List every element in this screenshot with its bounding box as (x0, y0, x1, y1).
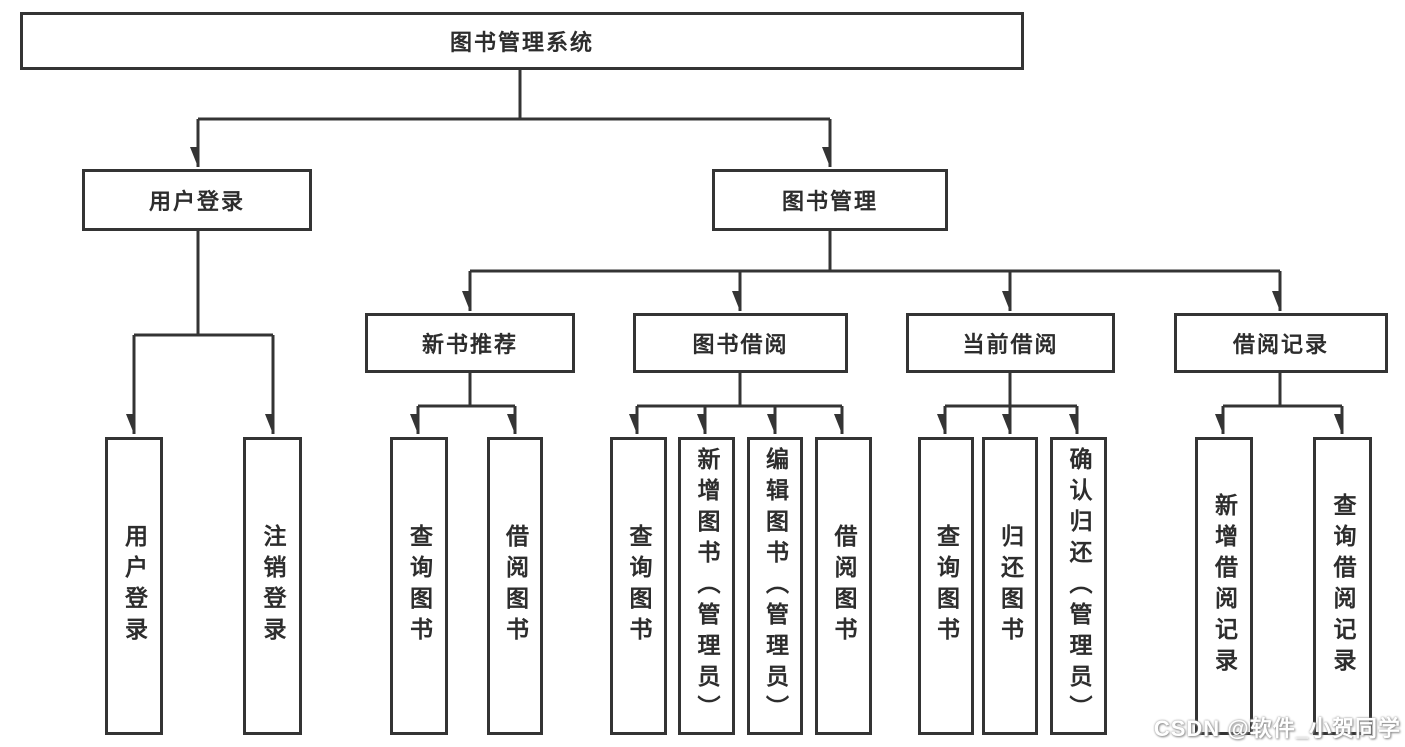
node-label: 查询图书 (933, 524, 960, 648)
node-label: 新增图书（管理员） (694, 446, 720, 726)
leaf-user-login: 用户登录 (105, 437, 163, 735)
node-label: 查询图书 (406, 524, 433, 648)
node-label: 注销登录 (260, 524, 286, 648)
node-label: 借阅图书 (502, 524, 529, 648)
node-label: 图书管理系统 (449, 30, 594, 55)
leaf-add-books-admin: 新增图书（管理员） (678, 437, 735, 735)
node-book-management: 图书管理 (712, 169, 948, 231)
node-borrowing-records: 借阅记录 (1174, 313, 1388, 373)
leaf-edit-books-admin: 编辑图书（管理员） (747, 437, 803, 735)
leaf-return-books: 归还图书 (982, 437, 1038, 735)
node-label: 当前借阅 (962, 332, 1059, 357)
node-label: 新书推荐 (421, 332, 518, 357)
node-book-borrowing: 图书借阅 (633, 313, 848, 373)
node-label: 用户登录 (148, 189, 245, 214)
node-label: 用户登录 (121, 524, 148, 648)
leaf-query-books: 查询图书 (390, 437, 448, 735)
node-label: 借阅记录 (1232, 332, 1329, 357)
csdn-watermark: CSDN @软件_小贺同学 (1153, 716, 1401, 741)
leaf-confirm-return-admin: 确认归还（管理员） (1050, 437, 1107, 735)
node-current-borrowing: 当前借阅 (906, 313, 1115, 373)
node-label: 新增借阅记录 (1211, 493, 1238, 679)
node-label: 图书管理 (781, 189, 878, 214)
node-label: 图书借阅 (692, 332, 789, 357)
node-label: 确认归还（管理员） (1066, 446, 1092, 726)
leaf-query-borrow-record: 查询借阅记录 (1313, 437, 1372, 735)
node-label: 借阅图书 (831, 524, 857, 648)
leaf-logout: 注销登录 (243, 437, 302, 735)
leaf-borrow-books: 借阅图书 (815, 437, 872, 735)
leaf-add-borrow-record: 新增借阅记录 (1195, 437, 1253, 735)
node-label: 编辑图书（管理员） (762, 446, 789, 726)
leaf-query-books: 查询图书 (610, 437, 667, 735)
node-new-book-recommendation: 新书推荐 (365, 313, 575, 373)
node-label: 归还图书 (997, 524, 1024, 648)
leaf-query-books: 查询图书 (918, 437, 974, 735)
node-label: 查询图书 (626, 524, 652, 648)
node-library-management-system: 图书管理系统 (20, 12, 1024, 70)
node-user-login: 用户登录 (82, 169, 312, 231)
node-label: 查询借阅记录 (1330, 493, 1356, 679)
leaf-borrow-books: 借阅图书 (487, 437, 543, 735)
